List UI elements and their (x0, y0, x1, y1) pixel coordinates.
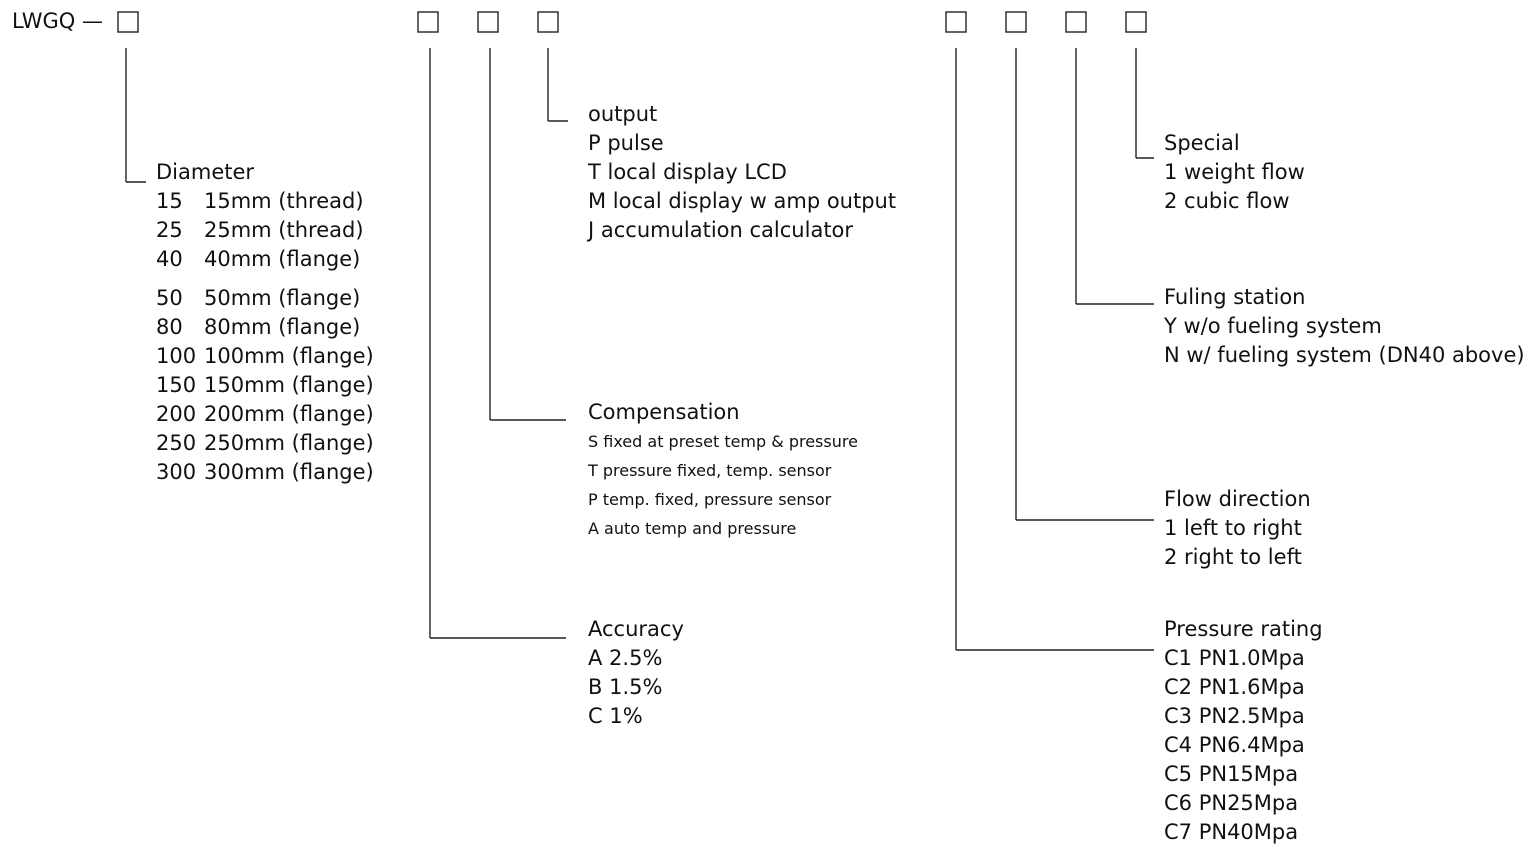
special-block: Special 1 weight flow 2 cubic flow (1164, 129, 1305, 216)
code-box-accuracy (417, 11, 439, 33)
pressure-option: C3 PN2.5Mpa (1164, 704, 1305, 728)
special-title: Special (1164, 131, 1240, 155)
accuracy-block: Accuracy A 2.5% B 1.5% C 1% (588, 615, 684, 731)
output-option: M local display w amp output (588, 189, 897, 213)
code-box-compensation (477, 11, 499, 33)
accuracy-option: C 1% (588, 704, 643, 728)
compensation-option: A auto temp and pressure (588, 519, 797, 538)
accuracy-title: Accuracy (588, 617, 684, 641)
output-block: output P pulse T local display LCD M loc… (588, 100, 896, 245)
code-box-fueling (1065, 11, 1087, 33)
code-box-output (537, 11, 559, 33)
pressure-title: Pressure rating (1164, 617, 1323, 641)
output-title: output (588, 102, 658, 126)
diameter-title: Diameter (156, 160, 255, 184)
special-option: 1 weight flow (1164, 160, 1305, 184)
output-option: P pulse (588, 131, 664, 155)
output-option: T local display LCD (588, 160, 787, 184)
flow-direction-option: 1 left to right (1164, 516, 1302, 540)
flow-direction-option: 2 right to left (1164, 545, 1302, 569)
pressure-option: C6 PN25Mpa (1164, 791, 1299, 815)
pressure-block: Pressure rating C1 PN1.0Mpa C2 PN1.6Mpa … (1164, 615, 1323, 847)
fueling-option: Y w/o fueling system (1164, 314, 1382, 338)
compensation-option: P temp. fixed, pressure sensor (588, 490, 832, 509)
pressure-option: C1 PN1.0Mpa (1164, 646, 1305, 670)
fueling-option: N w/ fueling system (DN40 above) (1164, 343, 1525, 367)
pressure-option: C5 PN15Mpa (1164, 762, 1299, 786)
code-box-special (1125, 11, 1147, 33)
flow-direction-title: Flow direction (1164, 487, 1311, 511)
special-option: 2 cubic flow (1164, 189, 1290, 213)
compensation-title: Compensation (588, 400, 740, 424)
model-prefix: LWGQ — (12, 9, 104, 33)
compensation-block: Compensation S fixed at preset temp & pr… (588, 398, 858, 543)
code-box-diameter (117, 11, 139, 33)
fueling-title: Fuling station (1164, 285, 1306, 309)
accuracy-option: A 2.5% (588, 646, 663, 670)
accuracy-option: B 1.5% (588, 675, 663, 699)
pressure-option: C2 PN1.6Mpa (1164, 675, 1305, 699)
code-box-pressure (945, 11, 967, 33)
output-option: J accumulation calculator (588, 218, 854, 242)
compensation-option: T pressure fixed, temp. sensor (588, 461, 832, 480)
compensation-option: S fixed at preset temp & pressure (588, 432, 858, 451)
fueling-block: Fuling station Y w/o fueling system N w/… (1164, 283, 1525, 370)
flow-direction-block: Flow direction 1 left to right 2 right t… (1164, 485, 1311, 572)
pressure-option: C4 PN6.4Mpa (1164, 733, 1305, 757)
pressure-option: C7 PN40Mpa (1164, 820, 1299, 844)
code-box-flow-direction (1005, 11, 1027, 33)
